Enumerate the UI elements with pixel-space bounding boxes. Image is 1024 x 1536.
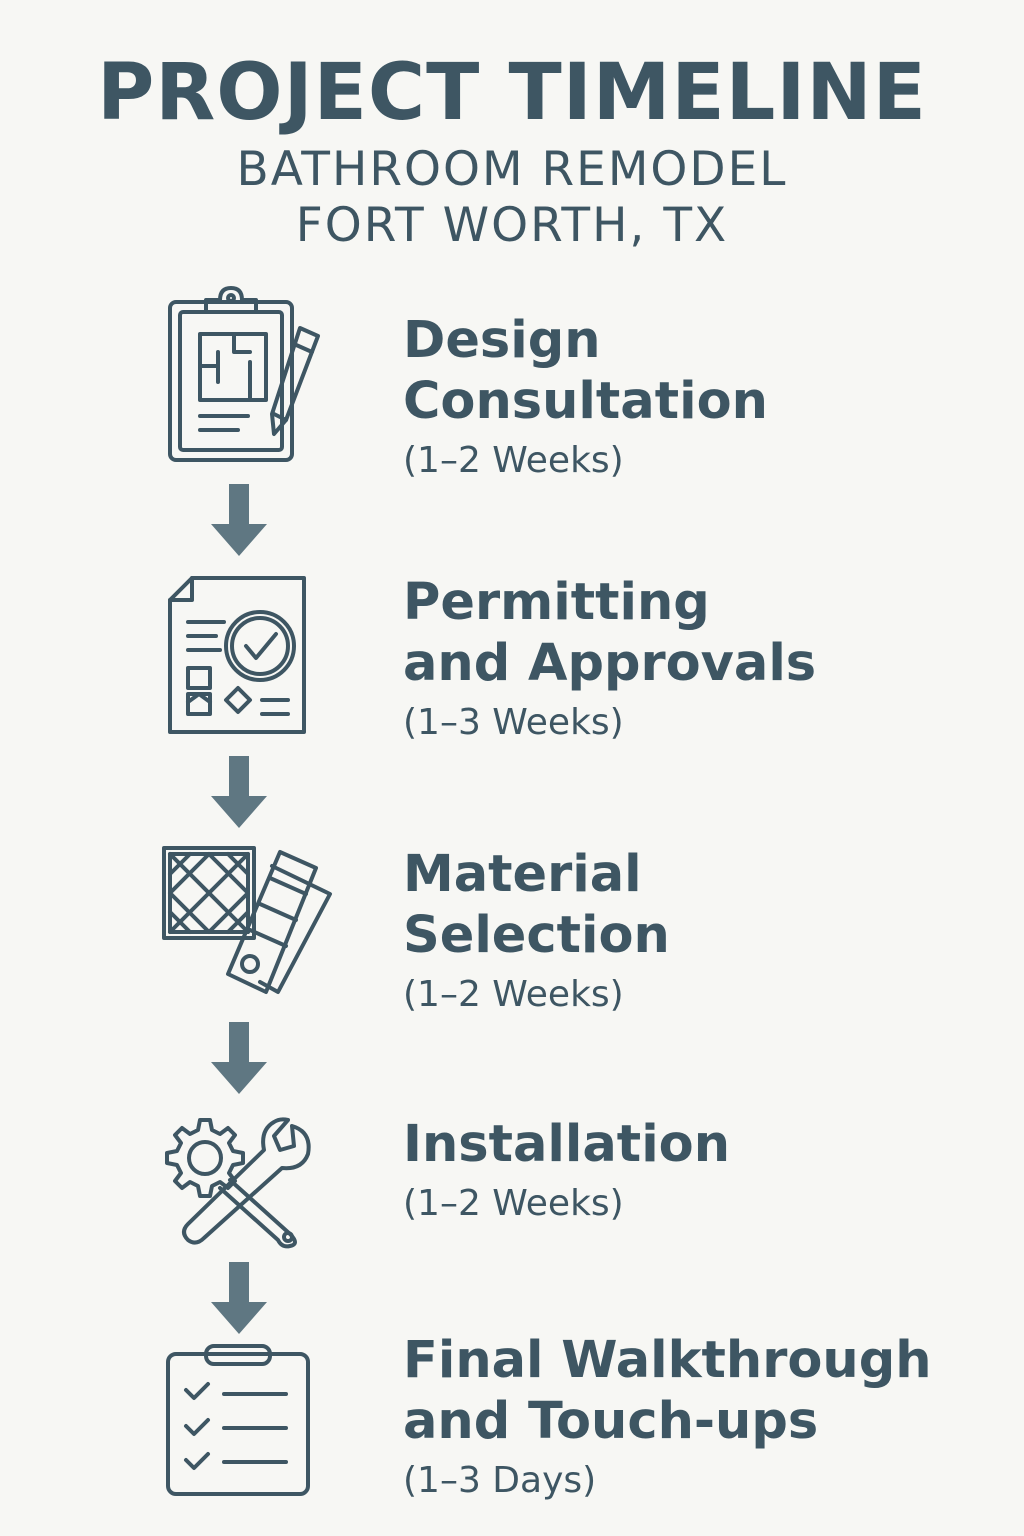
step-duration: (1–3 Weeks) — [403, 702, 624, 743]
step-title: Material Selection — [403, 845, 670, 965]
step-duration: (1–3 Days) — [403, 1460, 597, 1501]
checklist-icon — [164, 1342, 312, 1498]
down-arrow-icon — [209, 756, 269, 830]
tile-swatch-icon — [160, 844, 336, 996]
step-title: Installation — [403, 1115, 731, 1174]
project-type: BATHROOM REMODEL — [236, 142, 788, 197]
document-check-icon — [164, 574, 314, 738]
step-material-selection: Material Selection (1–2 Weeks) — [403, 844, 1003, 1022]
down-arrow-icon — [209, 1262, 269, 1336]
step-duration: (1–2 Weeks) — [403, 440, 624, 481]
step-final-walkthrough: Final Walkthrough and Touch-ups (1–3 Day… — [403, 1330, 1003, 1508]
step-permitting-approvals: Permitting and Approvals (1–3 Weeks) — [403, 572, 1003, 750]
step-duration: (1–2 Weeks) — [403, 974, 624, 1015]
project-location: FORT WORTH, TX — [295, 198, 729, 253]
page-title: PROJECT TIMELINE — [97, 48, 927, 138]
gear-wrench-icon — [160, 1106, 316, 1249]
clipboard-pencil-icon — [160, 282, 330, 472]
step-duration: (1–2 Weeks) — [403, 1183, 624, 1224]
down-arrow-icon — [209, 484, 269, 558]
step-title: Permitting and Approvals — [403, 573, 817, 693]
step-title: Final Walkthrough and Touch-ups — [403, 1331, 932, 1451]
step-title: Design Consultation — [403, 311, 768, 431]
step-design-consultation: Design Consultation (1–2 Weeks) — [403, 310, 1003, 488]
step-installation: Installation (1–2 Weeks) — [403, 1114, 1003, 1231]
down-arrow-icon — [209, 1022, 269, 1096]
